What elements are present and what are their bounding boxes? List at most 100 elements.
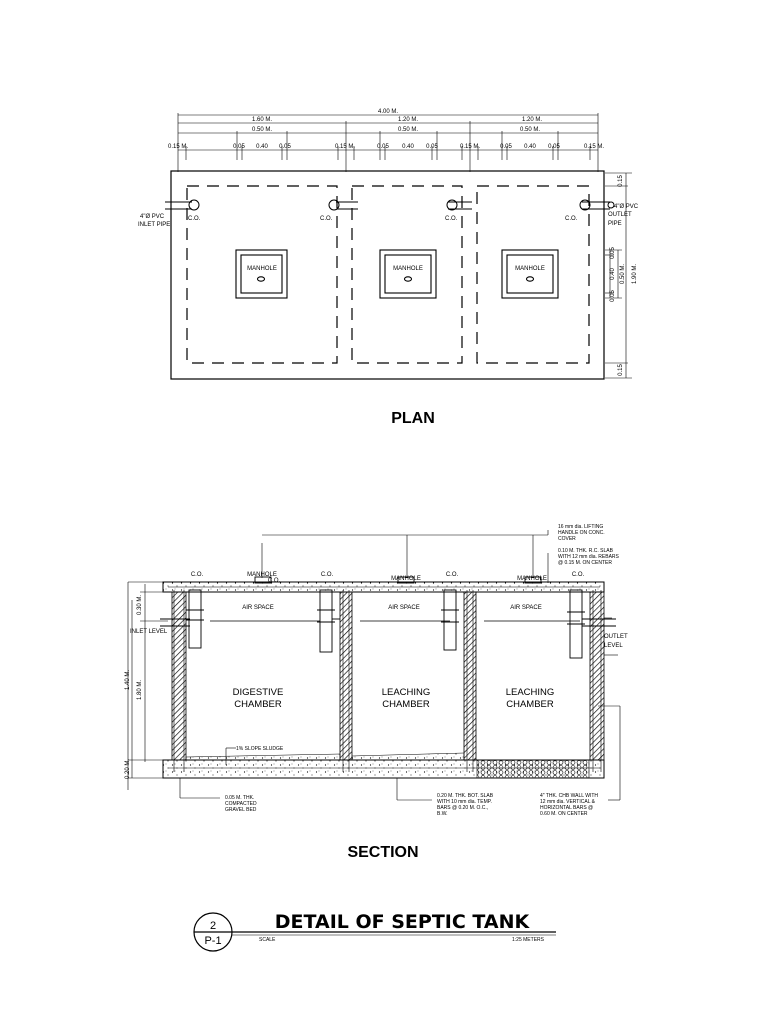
scale-label: SCALE: [259, 937, 276, 943]
dim-manhole2: 0.50 M.: [398, 127, 418, 133]
dim-opening-2: 0.40: [402, 144, 414, 150]
chamber-dashed-lines: [186, 185, 590, 364]
air-space-2: AIR SPACE: [388, 605, 420, 611]
dim-side-frame-b: 0.05: [610, 290, 616, 302]
dim-side-frame-a: 0.05: [610, 247, 616, 259]
note-lifting-3: COVER: [558, 536, 576, 542]
chamber-3-line1: LEACHING: [506, 687, 555, 698]
chamber-1-line1: DIGESTIVE: [233, 687, 284, 698]
inlet-label-2: INLET PIPE: [138, 222, 170, 228]
note-slab-1: 0.10 M. THK. R.C. SLAB: [558, 548, 614, 554]
dim-sec-lower: 1.40 M.: [125, 670, 131, 690]
note-lifting-2: HANDLE ON CONC.: [558, 530, 605, 536]
plan-view: [165, 113, 632, 380]
note-chb-4: 0.60 M. ON CENTER: [540, 811, 588, 817]
dim-chamber2: 1.20 M.: [398, 117, 418, 123]
note-lifting-1: 16 mm dia. LIFTING: [558, 524, 603, 530]
section-co-4: C.O.: [572, 572, 585, 578]
dim-opening-1: 0.40: [256, 144, 268, 150]
outlet-level-1: OUTLET: [604, 634, 628, 640]
plan-labels: 4.00 M. 1.60 M. 1.20 M. 1.20 M. 0.50 M. …: [138, 109, 639, 427]
chamber-2-line1: LEACHING: [382, 687, 431, 698]
title-block: 2 P-1 DETAIL OF SEPTIC TANK SCALE 1:25 M…: [193, 911, 556, 952]
dim-chamber1: 1.60 M.: [252, 117, 272, 123]
note-chb-2: 12 mm dia. VERTICAL &: [540, 799, 596, 805]
dim-frame-2a: 0.05: [377, 144, 389, 150]
plan-title: PLAN: [391, 410, 435, 427]
wall-3: [463, 591, 477, 761]
plan-co-2: C.O.: [320, 216, 333, 222]
dim-wall-2: 0.15 M.: [335, 144, 355, 150]
note-slab-2: WITH 12 mm dia. REBARS: [558, 554, 620, 560]
section-pipes: [160, 576, 616, 659]
outlet-label-3: PIPE: [608, 221, 622, 227]
dim-overall: 4.00 M.: [378, 109, 398, 115]
note-chb-1: 4" THK. CHB WALL WITH: [540, 793, 598, 799]
dim-side-bottom: 0.15: [618, 364, 624, 376]
note-gravel-1: 0.05 M. THK.: [225, 795, 254, 801]
air-space-1: AIR SPACE: [242, 605, 274, 611]
dim-frame-2b: 0.05: [426, 144, 438, 150]
dim-frame-3a: 0.05: [500, 144, 512, 150]
inlet-level: INLET LEVEL: [130, 629, 168, 635]
dim-manhole3: 0.50 M.: [520, 127, 540, 133]
section-dimensions: [127, 582, 618, 790]
inlet-label-1: 4"Ø PVC: [140, 214, 165, 220]
plan-manhole-3: MANHOLE: [515, 266, 545, 272]
plan-co-4: C.O.: [565, 216, 578, 222]
dim-manhole1: 0.50 M.: [252, 127, 272, 133]
plan-co-1: C.O.: [188, 216, 201, 222]
plan-manhole-2: MANHOLE: [393, 266, 423, 272]
dim-side-opening: 0.40: [610, 268, 616, 280]
dim-frame-3b: 0.05: [548, 144, 560, 150]
dim-wall-4: 0.15 M.: [584, 144, 604, 150]
dim-sec-top: 0.30 M.: [137, 595, 143, 615]
section-manhole-1: MANHOLE: [247, 572, 277, 578]
dim-frame-1a: 0.05: [233, 144, 245, 150]
note-bot-slab-1: 0.20 M. THK. BOT. SLAB: [437, 793, 494, 799]
slope-note: 1% SLOPE SLUDGE: [236, 746, 284, 752]
outlet-label-1: 4"Ø PVC: [614, 204, 639, 210]
plan-manholes: [235, 249, 559, 299]
note-bot-slab-3: BARS @ 0.20 M. O.C.,: [437, 805, 488, 811]
section-leaders: [179, 530, 621, 801]
dim-side-top: 0.15: [618, 175, 624, 187]
section-manhole-3: MANHOLE: [517, 576, 547, 582]
outlet-level-2: LEVEL: [604, 643, 623, 649]
outlet-label-2: OUTLET: [608, 212, 632, 218]
tank-outline: [170, 170, 605, 380]
plan-co-3: C.O.: [445, 216, 458, 222]
note-gravel-3: GRAVEL BED: [225, 807, 257, 813]
note-chb-3: HORIZONTAL BARS @: [540, 805, 593, 811]
dim-sec-bottom: 0.20 M.: [125, 759, 131, 779]
chamber-3-line2: CHAMBER: [506, 699, 554, 710]
section-co-3: C.O.: [446, 572, 459, 578]
note-bot-slab-4: B.W.: [437, 811, 448, 817]
detail-number: 2: [210, 920, 216, 932]
plan-manhole-1: MANHOLE: [247, 266, 277, 272]
plan-dimensions: [177, 113, 632, 379]
section-co-1: C.O.: [191, 572, 204, 578]
drawing-title: DETAIL OF SEPTIC TANK: [275, 911, 531, 933]
wall-2: [339, 591, 353, 761]
section-manhole-2: MANHOLE: [391, 576, 421, 582]
dim-opening-3: 0.40: [524, 144, 536, 150]
air-space-3: AIR SPACE: [510, 605, 542, 611]
chamber-2-line2: CHAMBER: [382, 699, 430, 710]
dim-wall-3: 0.15 M.: [460, 144, 480, 150]
dim-frame-1b: 0.05: [279, 144, 291, 150]
section-view: [127, 530, 621, 801]
dim-wall-1: 0.15 M.: [168, 144, 188, 150]
dim-side-total: 1.90 M.: [632, 264, 638, 284]
chamber-1-line2: CHAMBER: [234, 699, 282, 710]
sheet-number: P-1: [204, 935, 221, 947]
dim-chamber3: 1.20 M.: [522, 117, 542, 123]
section-labels: C.O. C.O. C.O. C.O. C.O. MANHOLE MANHOLE…: [125, 524, 628, 861]
wall-4: [589, 591, 605, 761]
section-title: SECTION: [347, 844, 418, 861]
dim-side-manhole: 0.50 M.: [620, 264, 626, 284]
note-bot-slab-2: WITH 10 mm dia. TEMP.: [437, 799, 492, 805]
gravel-bed: [476, 759, 590, 779]
section-co-5: C.O.: [268, 578, 281, 584]
